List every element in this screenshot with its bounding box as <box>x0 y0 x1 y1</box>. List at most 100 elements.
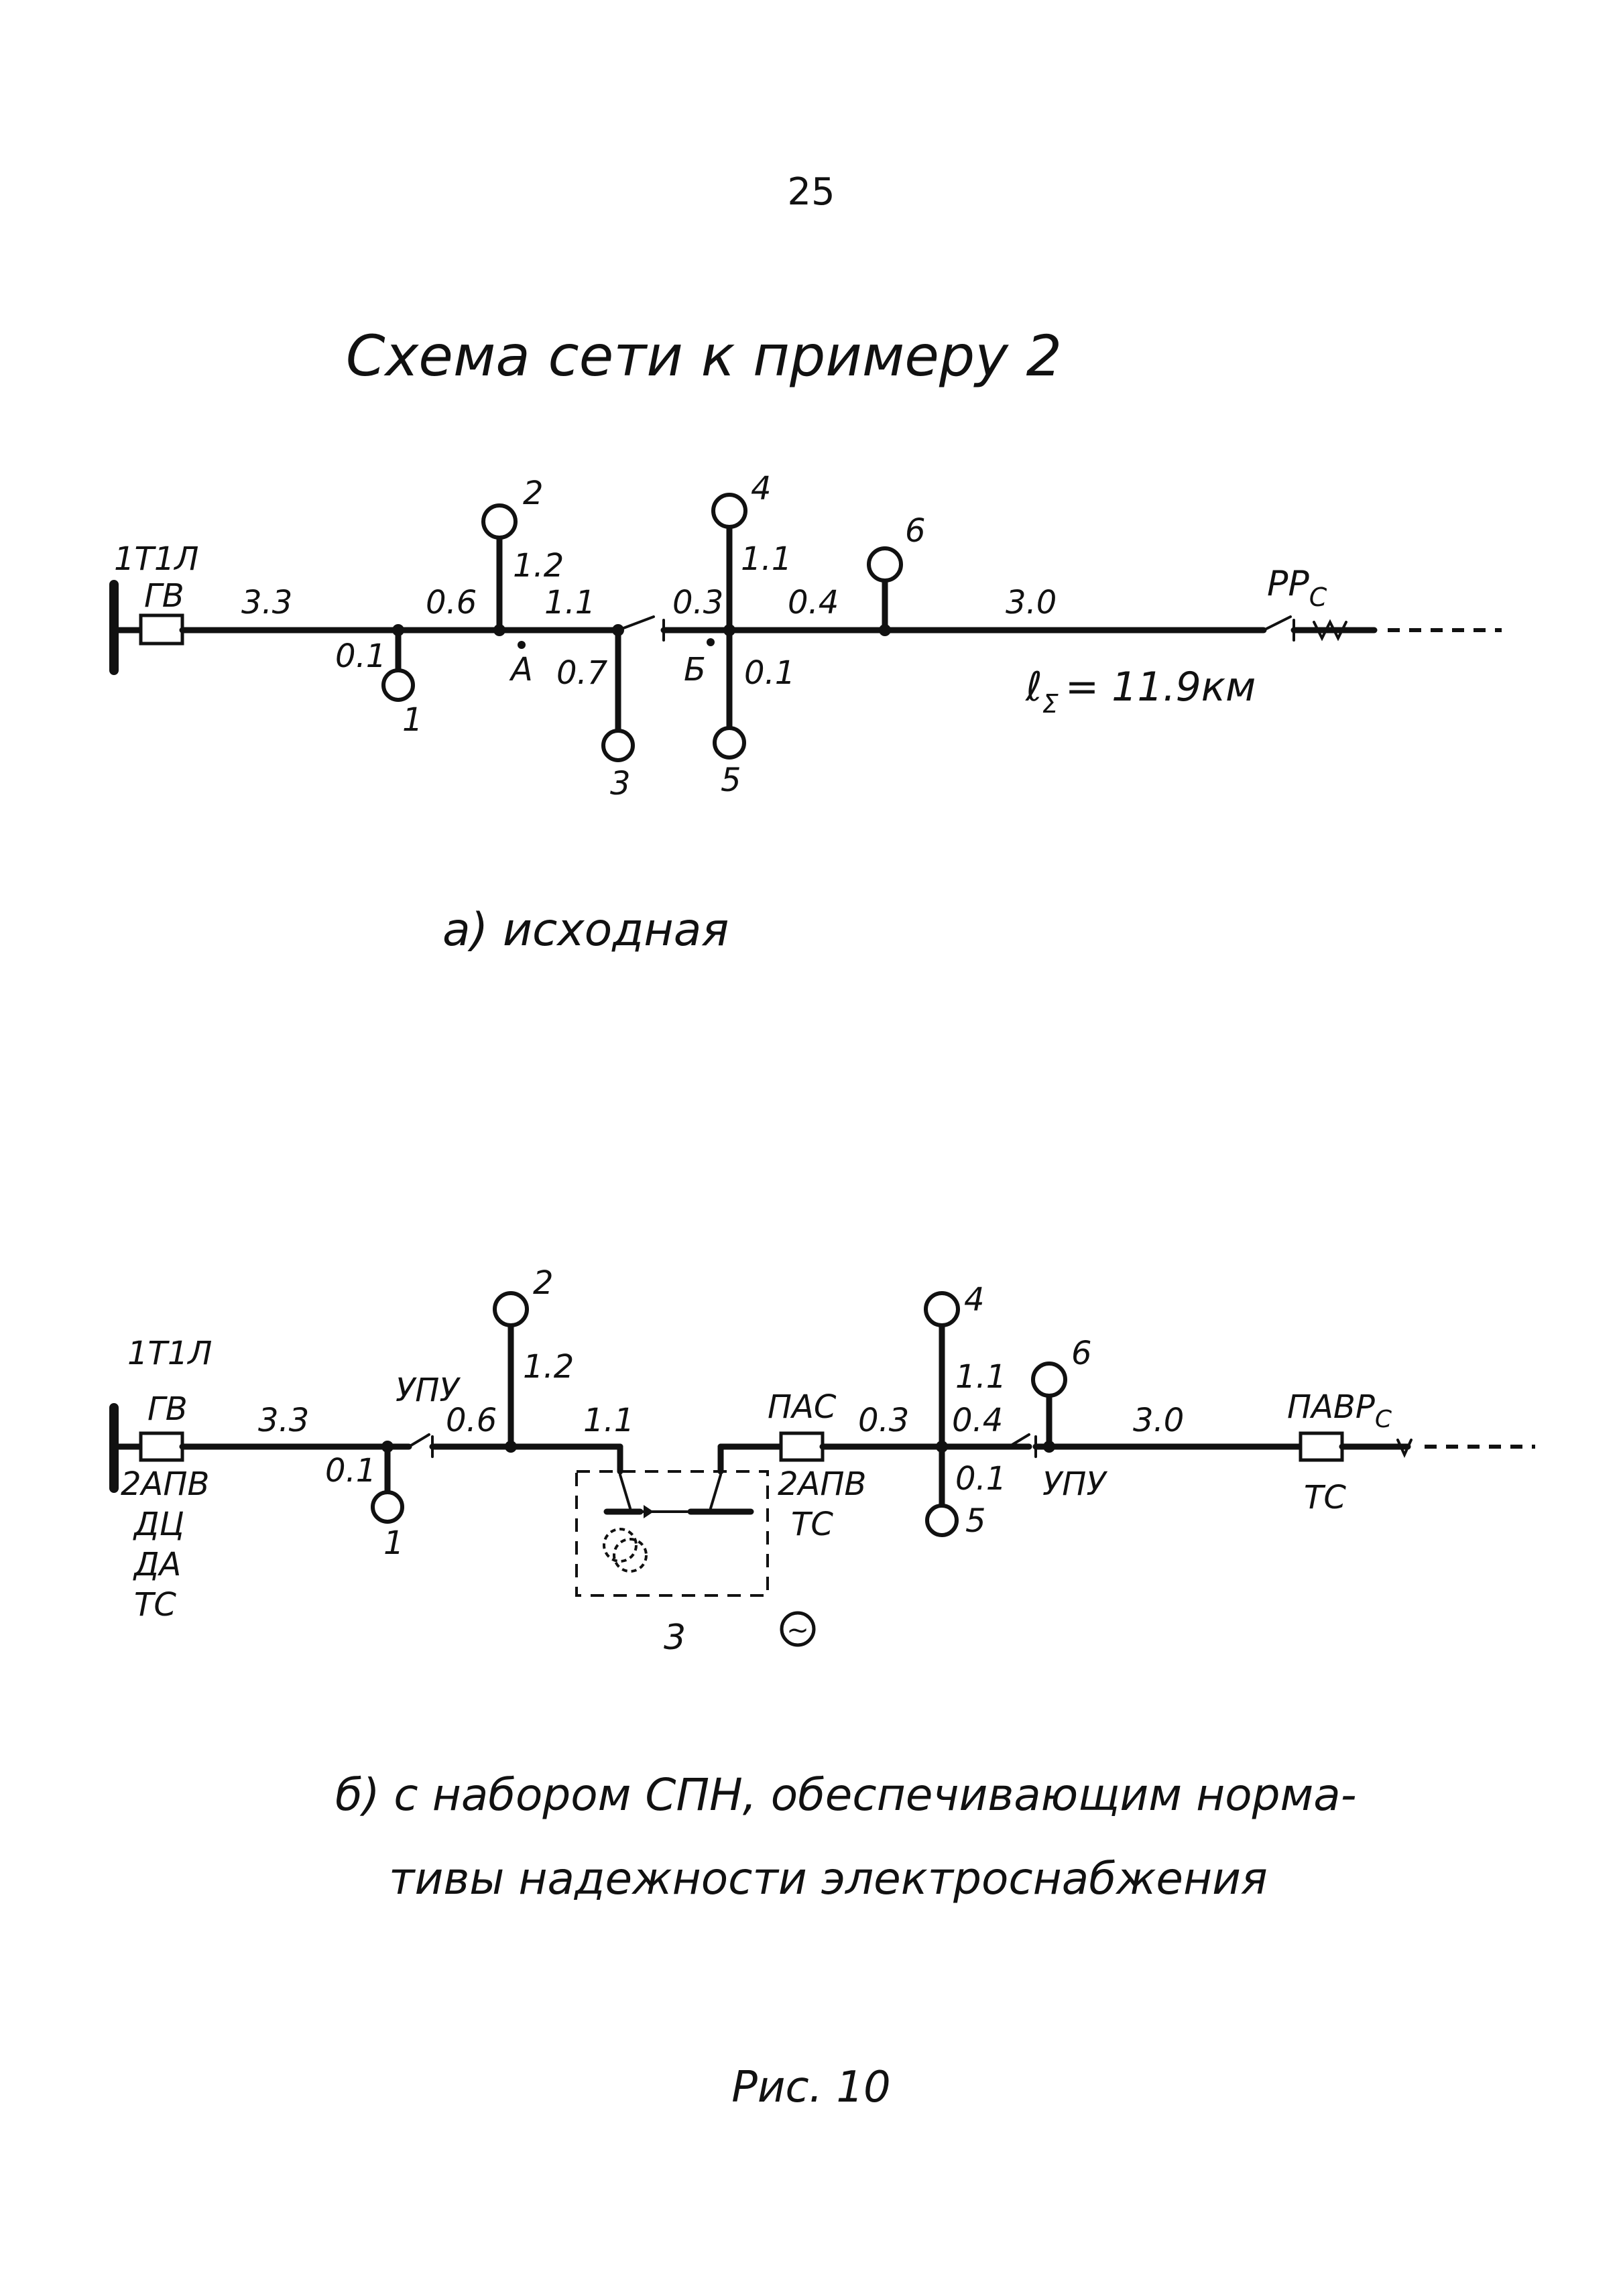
pavr-end-mark <box>1396 1439 1412 1458</box>
switch-a-blade <box>617 615 655 631</box>
upu-right-blade <box>1008 1433 1030 1448</box>
pas-stack-0: 2АПВ <box>778 1465 866 1503</box>
junction-b-4 <box>936 1441 948 1453</box>
segment-a-6: 3.0 <box>1006 584 1057 621</box>
breaker-pas <box>779 1431 825 1462</box>
breaker-stack-b-2: ДЦ <box>133 1506 184 1543</box>
diagram-b: 1Т1Л ГВ 2АПВ ДЦ ДА ТС 3.3 0.6 1.1 0.3 0.… <box>109 1264 1535 1905</box>
diagram-a: 1Т1Л ГВ 3.3 0.6 1.1 0.3 0.4 3.0 0.1 1.2 … <box>109 470 1502 957</box>
branch-length-a-1: 0.1 <box>335 638 386 675</box>
node-a-3 <box>601 729 635 762</box>
segment-a-5: 0.4 <box>788 584 839 621</box>
node-label-a-2: 2 <box>523 475 544 512</box>
breaker-pavr <box>1299 1431 1344 1462</box>
recloser-label: РРС <box>1267 564 1327 612</box>
transformer-winding-2 <box>613 1538 648 1573</box>
breaker-gv-a <box>139 613 184 646</box>
substation-number: 3 <box>664 1618 686 1658</box>
node-label-b-6: 6 <box>1071 1335 1092 1372</box>
segment-b-5: 0.4 <box>952 1402 1003 1439</box>
segment-a-1: 3.3 <box>241 584 292 621</box>
generator-icon <box>780 1611 816 1647</box>
node-a-2 <box>481 503 518 540</box>
breaker-stack-b: ГВ 2АПВ ДЦ ДА ТС <box>121 1390 209 1624</box>
junction-a-3 <box>612 624 624 636</box>
node-a-4 <box>711 493 747 529</box>
node-label-a-4: 4 <box>751 470 772 507</box>
segment-b-4: 0.3 <box>858 1402 909 1439</box>
branch-length-b-5: 0.1 <box>955 1460 1006 1498</box>
breaker-stack-b-0: ГВ <box>147 1390 188 1428</box>
junction-a-6 <box>879 624 891 636</box>
node-a-1 <box>381 668 415 702</box>
segment-a-3: 1.1 <box>544 584 595 621</box>
junction-a-2 <box>493 624 505 636</box>
page-title: Схема сети к примеру 2 <box>346 323 1062 389</box>
node-b-1 <box>371 1490 404 1524</box>
segment-a-4: 0.3 <box>672 584 723 621</box>
segment-b-1: 3.3 <box>258 1402 309 1439</box>
pas-stack-1: ТС <box>791 1506 833 1543</box>
source-label-a: 1Т1Л <box>114 540 199 578</box>
figure-caption: Рис. 10 <box>731 2063 891 2112</box>
node-label-b-1: 1 <box>383 1524 404 1562</box>
breaker-stack-b-1: 2АПВ <box>121 1465 209 1503</box>
branch-length-a-2: 1.2 <box>513 547 564 585</box>
node-b-6 <box>1031 1362 1067 1398</box>
branch-length-a-4: 1.1 <box>741 540 792 578</box>
recloser-zigzag <box>1313 619 1347 642</box>
node-label-b-5: 5 <box>965 1502 986 1540</box>
junction-b-2 <box>505 1441 517 1453</box>
total-length: ℓΣ= 11.9км <box>1025 664 1256 719</box>
recloser-blade <box>1262 615 1292 631</box>
caption-b-line1: б) с набором СПН, обеспечивающим норма- <box>335 1769 1357 1821</box>
source-label-b: 1Т1Л <box>127 1335 213 1372</box>
branch-length-b-1: 0.1 <box>325 1452 376 1490</box>
node-a-6 <box>867 546 903 583</box>
pavr-label: ПАВРС <box>1287 1388 1392 1433</box>
node-b-5 <box>925 1504 959 1537</box>
substation-switch-2-blade <box>709 1473 722 1510</box>
upu-right-label: УПУ <box>1042 1465 1107 1503</box>
upu-left-blade <box>408 1433 430 1448</box>
node-label-b-4: 4 <box>964 1281 985 1319</box>
breaker-stack-b-3: ДА <box>133 1546 181 1583</box>
node-b-2 <box>493 1291 529 1327</box>
junction-b-6 <box>1043 1441 1055 1453</box>
node-a-5 <box>713 726 746 760</box>
point-a-label: А <box>509 651 533 688</box>
pavr-stack-0: ТС <box>1304 1479 1346 1516</box>
page-number: 25 <box>787 170 835 214</box>
substation-arrowhead <box>644 1505 654 1518</box>
node-b-4 <box>924 1291 960 1327</box>
upu-left-label: УПУ <box>396 1372 461 1409</box>
node-label-a-6: 6 <box>905 512 926 550</box>
point-b-dot <box>707 638 715 646</box>
junction-a-1 <box>392 624 404 636</box>
segment-b-2: 0.6 <box>446 1402 497 1439</box>
branch-length-a-5: 0.1 <box>744 654 795 692</box>
point-a-dot <box>518 641 526 649</box>
pas-label: ПАС <box>768 1388 837 1426</box>
node-label-b-2: 2 <box>533 1264 554 1302</box>
point-b-label: Б <box>684 651 706 688</box>
substation-box <box>575 1470 769 1597</box>
segment-a-2: 0.6 <box>426 584 477 621</box>
breaker-label-a: ГВ <box>144 577 184 615</box>
node-label-a-5: 5 <box>721 762 741 799</box>
transformer-winding-1 <box>603 1528 638 1563</box>
junction-b-1 <box>381 1441 394 1453</box>
generator-symbol: ~ <box>786 1615 809 1646</box>
branch-length-a-3: 0.7 <box>556 654 608 692</box>
node-label-a-1: 1 <box>402 701 423 739</box>
segment-b-6: 3.0 <box>1133 1402 1184 1439</box>
breaker-gv-b <box>139 1431 184 1462</box>
caption-b-line2: тивы надежности электроснабжения <box>389 1853 1268 1905</box>
substation-switch-1-blade <box>619 1473 632 1510</box>
caption-a: а) исходная <box>442 904 729 957</box>
branch-length-b-4: 1.1 <box>955 1358 1006 1396</box>
junction-a-4 <box>723 624 735 636</box>
branch-length-b-2: 1.2 <box>523 1348 574 1386</box>
segment-b-3: 1.1 <box>583 1402 634 1439</box>
